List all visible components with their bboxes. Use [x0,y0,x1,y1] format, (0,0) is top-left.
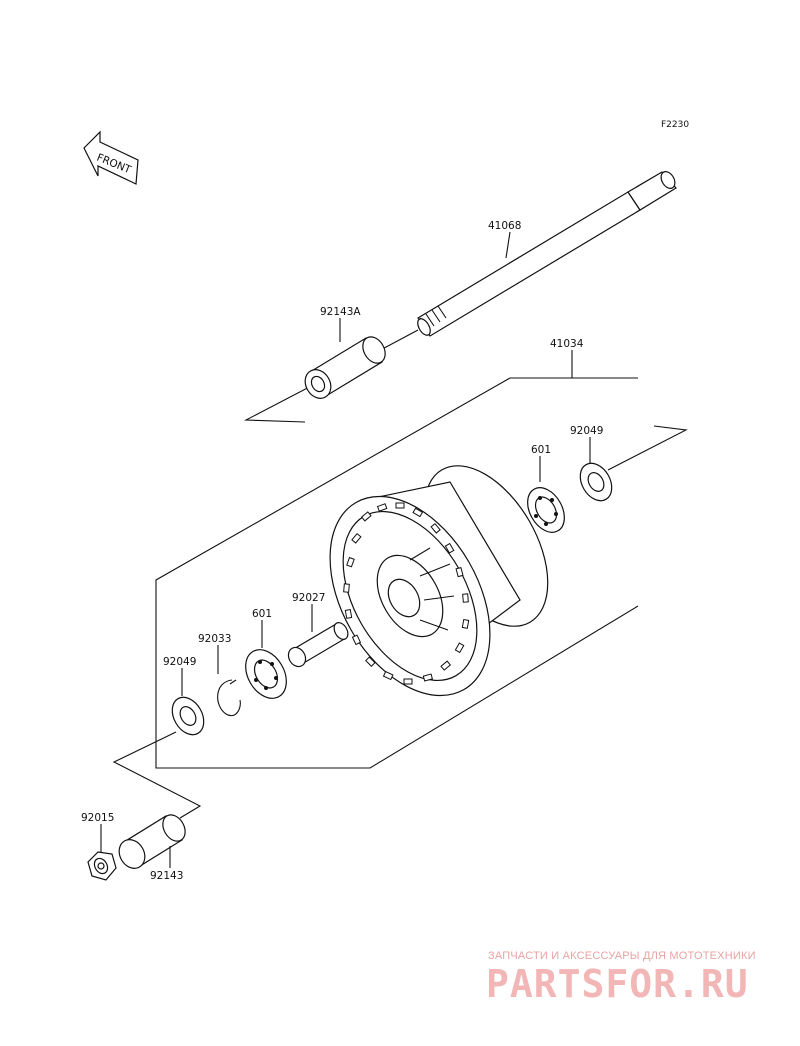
watermark-tagline: ЗАПЧАСТИ И АКСЕССУАРЫ ДЛЯ МОТОТЕХНИКИ [488,950,756,962]
wheel-hub[interactable] [297,445,573,724]
seal-right[interactable] [574,458,618,507]
bearing-left[interactable] [237,642,294,705]
label-bearing-left: 601 [252,608,272,620]
label-nut: 92015 [81,812,114,824]
circlip-92033[interactable] [217,679,241,717]
figure-code: F2230 [661,120,690,130]
watermark-logo: PARTSFOR.RU [486,962,749,1006]
label-circlip: 92033 [198,633,231,645]
label-bearing-right: 601 [531,444,551,456]
nut-92015[interactable] [87,851,117,881]
collar-92143[interactable] [114,811,190,873]
front-arrow-icon: FRONT [83,130,139,185]
bearing-right[interactable] [520,481,572,539]
seal-left[interactable] [166,692,210,741]
label-seal-left: 92049 [163,656,196,668]
label-seal-right: 92049 [570,425,603,437]
label-collar-a: 92143A [320,306,361,318]
label-hub-assy: 41034 [550,338,584,350]
label-spacer: 92027 [292,592,325,604]
label-collar: 92143 [150,870,183,882]
label-axle: 41068 [488,220,521,232]
spacer-92027[interactable] [285,620,351,669]
collar-92143a[interactable] [300,333,390,403]
axle-shaft[interactable] [415,169,678,337]
